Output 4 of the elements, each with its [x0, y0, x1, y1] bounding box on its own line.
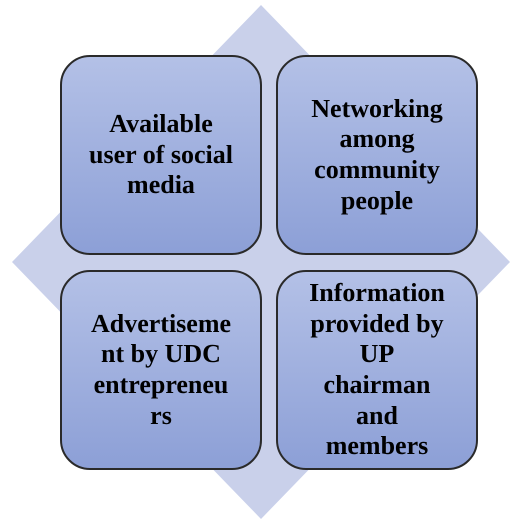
box-text: Available user of social media: [88, 108, 234, 201]
box-text: Information provided by UP chairman and members: [308, 278, 446, 462]
box-text: Networking among community people: [310, 94, 444, 216]
box-text: Advertisement by UDC entrepreneurs: [90, 308, 232, 432]
